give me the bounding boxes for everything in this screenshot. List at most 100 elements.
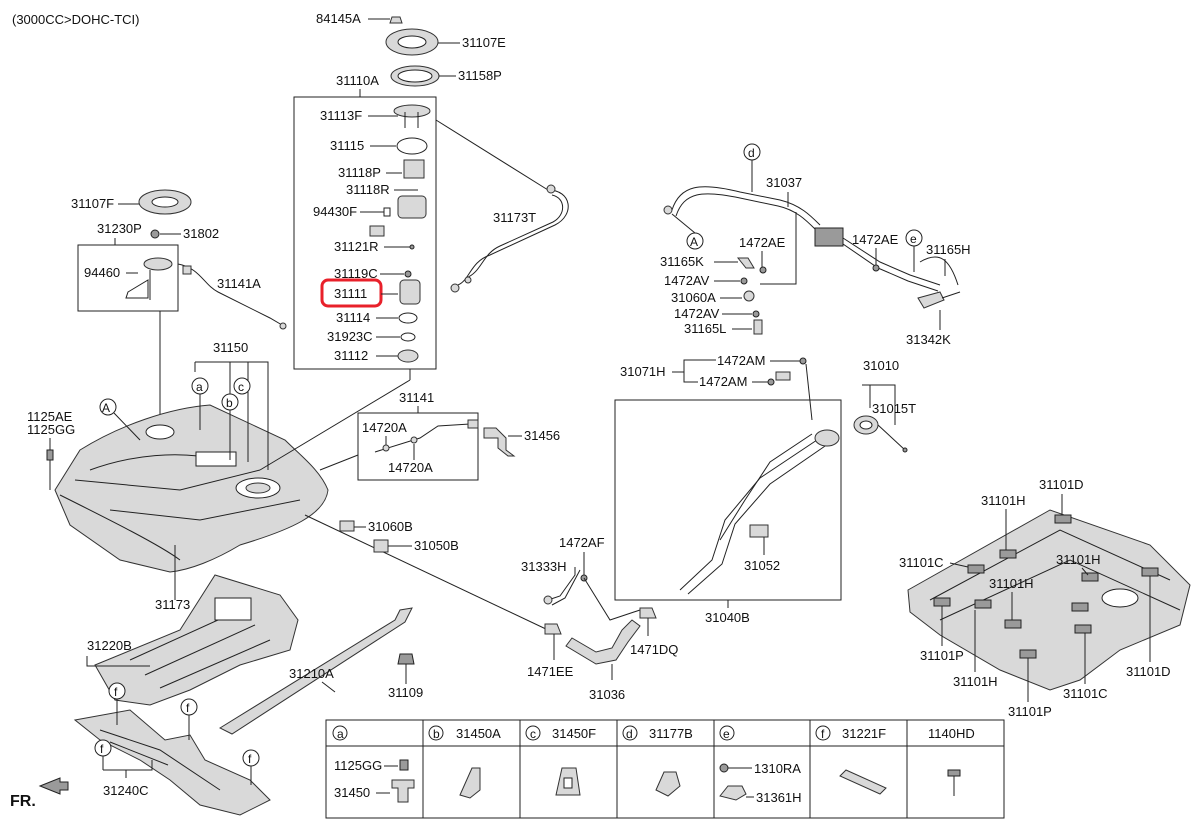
part-label-31141A: 31141A [217, 276, 261, 291]
engine-label: (3000CC>DOHC-TCI) [12, 12, 140, 27]
part-label-31112: 31112 [334, 348, 368, 363]
callout-e: e [910, 232, 917, 246]
filler-neck-box [614, 399, 842, 601]
small-cap-part [389, 16, 403, 24]
part-label-1125GG: 1125GG [27, 422, 75, 437]
part-label-31220B: 31220B [87, 638, 132, 653]
legend-key-c: c [530, 727, 536, 741]
part-label-31101C-2: 31101C [1063, 686, 1108, 701]
legend-a-1125GG: 1125GG [334, 758, 382, 773]
callout-f-3: f [100, 742, 104, 756]
legend-e-1310RA: 1310RA [754, 761, 801, 776]
part-label-31165L: 31165L [684, 321, 726, 336]
gasket-part [396, 137, 428, 155]
part-label-31118R: 31118R [346, 182, 390, 197]
sender-box [77, 244, 179, 312]
fuel-pump-motor-part [399, 279, 421, 305]
callout-f-4: f [248, 752, 252, 766]
vent-assembly-31141: 31141 14720A 14720A 31456 [319, 390, 560, 481]
part-label-31107F: 31107F [71, 196, 114, 211]
part-label-31210A: 31210A [289, 666, 334, 681]
callout-b-tank: b [226, 396, 233, 410]
legend-key-e: e [723, 727, 730, 741]
part-label-31052: 31052 [744, 558, 780, 573]
part-label-31060A: 31060A [671, 290, 716, 305]
legend-part-31221F: 31221F [842, 726, 886, 741]
part-label-31050B: 31050B [414, 538, 459, 553]
part-label-31342K: 31342K [906, 332, 951, 347]
part-label-31158P: 31158P [458, 68, 502, 83]
part-label-1472AM-2: 1472AM [699, 374, 747, 389]
part-label-31240C: 31240C [103, 783, 149, 798]
legend-table: a b 31450A c 31450F d 31177B e f 31221F … [325, 719, 1005, 819]
highlight-31111 [320, 278, 383, 308]
part-label-14720A-2: 14720A [388, 460, 433, 475]
under-cover-31101: 31101D 31101H 31101C 31101H 31101H 31101… [899, 477, 1191, 719]
bolt-1140HD-icon [947, 769, 961, 777]
part-label-31165H: 31165H [926, 242, 971, 257]
part-label-31923C: 31923C [327, 329, 373, 344]
part-label-1472AE-2: 1472AE [852, 232, 899, 247]
under-cover-part [907, 509, 1191, 691]
legend-part-31450F: 31450F [552, 726, 596, 741]
filler-inlet-part [814, 429, 840, 447]
part-label-31114: 31114 [336, 310, 370, 325]
lower-shield-31240C: f f f f 31240C [73, 682, 271, 816]
callout-A-right: A [690, 235, 698, 249]
fuel-tank: 1125AE 1125GG A 31150 a c b 31173 [27, 340, 549, 631]
part-label-31101H-3: 31101H [989, 576, 1034, 591]
heat-shield-31220B: 31220B [86, 574, 299, 706]
clamp-1471EE-part [544, 623, 562, 635]
part-label-31101H-2: 31101H [1056, 552, 1101, 567]
front-label: FR. [10, 793, 36, 810]
part-label-31165K: 31165K [660, 254, 704, 269]
pressure-regulator-part [403, 159, 425, 179]
part-label-31118P: 31118P [338, 165, 381, 180]
part-label-31101P-1: 31101P [920, 648, 964, 663]
part-label-31173: 31173 [155, 597, 190, 612]
part-label-31107E: 31107E [462, 35, 506, 50]
part-label-94460: 94460 [84, 265, 120, 280]
legend-e-31361H: 31361H [756, 790, 802, 805]
clip-31361H-icon [719, 785, 747, 801]
part-label-1472AM-1: 1472AM [717, 353, 765, 368]
callout-c-tank: c [238, 380, 244, 394]
filler-neck-assembly: 31071H 1472AM 1472AM 31052 31040B 31010 … [521, 353, 916, 702]
part-label-31230P: 31230P [97, 221, 142, 236]
part-label-31015T: 31015T [872, 401, 916, 416]
part-label-31113F: 31113F [320, 108, 362, 123]
clamp-1471DQ-part [639, 607, 657, 619]
part-label-31456: 31456 [524, 428, 560, 443]
legend-part-1140HD: 1140HD [928, 726, 975, 741]
canister-valve-part [814, 227, 844, 247]
vapor-line-assembly: d 31037 A 1472AE 1472AE e 31165H 31165K … [660, 143, 971, 347]
part-label-31101H-4: 31101H [953, 674, 998, 689]
legend-key-a: a [337, 727, 344, 741]
front-arrow-icon [38, 777, 69, 795]
part-label-31101C-1: 31101C [899, 555, 944, 570]
part-label-31150: 31150 [213, 340, 248, 355]
part-label-14720A-1: 14720A [362, 420, 407, 435]
part-label-31101H-1: 31101H [981, 493, 1026, 508]
wiring-harness-31173T: 31173T [435, 119, 569, 293]
legend-a-31450: 31450 [334, 785, 370, 800]
filler-hose-part [565, 619, 641, 665]
hose-31060B-31050B: 31060B 31050B [339, 519, 459, 553]
part-label-31101D-2: 31101D [1126, 664, 1171, 679]
grommet-icon [719, 763, 729, 773]
part-label-1472AV-1: 1472AV [664, 273, 710, 288]
part-label-31111: 31111 [334, 286, 367, 301]
sender-assembly: 31107F 31230P 31802 94460 31141A [71, 189, 287, 420]
part-label-1125AE: 1125AE [27, 409, 73, 424]
part-label-31333H: 31333H [521, 559, 567, 574]
pad-31221F-icon [839, 769, 887, 795]
legend-key-f: f [821, 727, 825, 741]
vent-valve-part [483, 427, 516, 457]
part-label-31010: 31010 [863, 358, 899, 373]
lower-shield-part [73, 709, 271, 816]
part-label-94430F: 94430F [313, 204, 357, 219]
pump-flange-part [393, 104, 431, 118]
part-label-31802: 31802 [183, 226, 219, 241]
part-label-84145A: 84145A [316, 11, 361, 26]
